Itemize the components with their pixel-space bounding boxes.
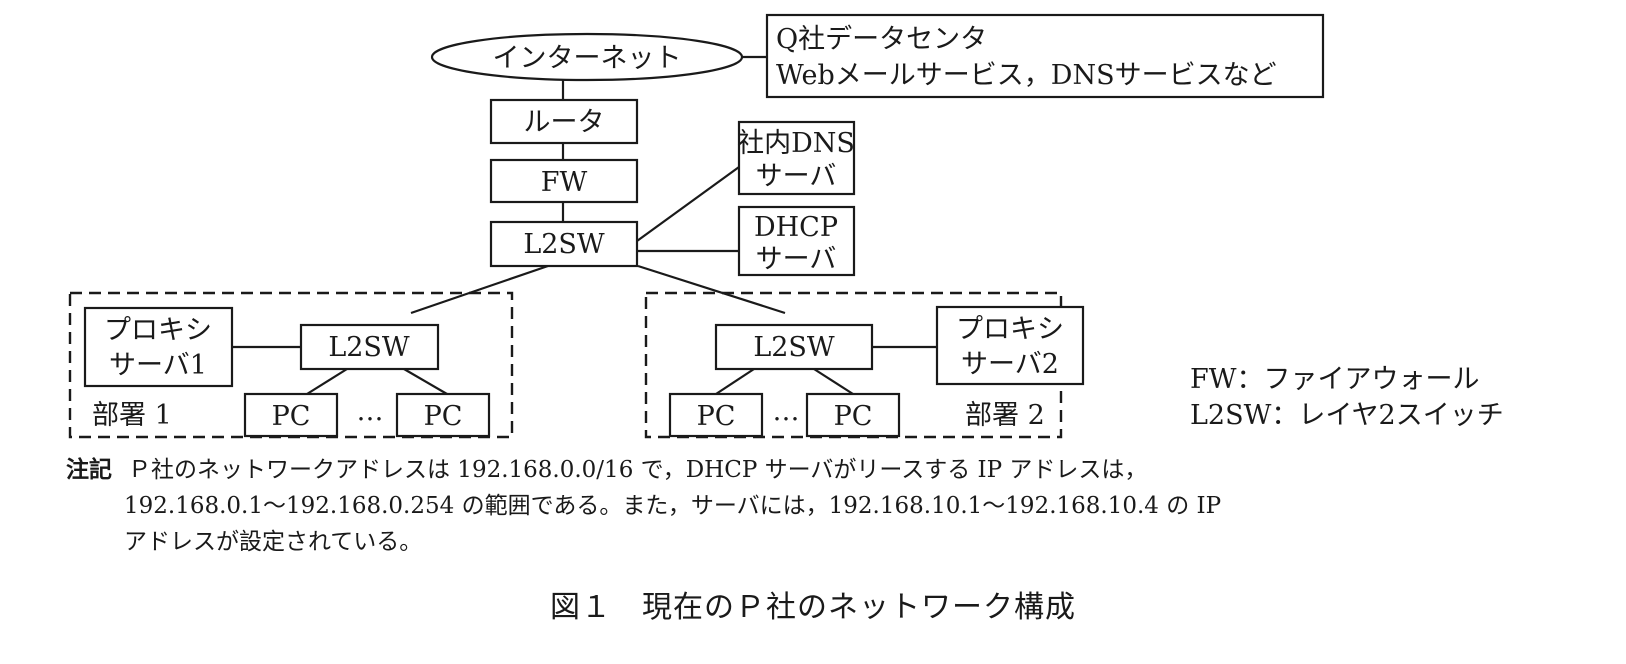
internal-dns-line1: 社内DNS: [737, 128, 855, 159]
dept2-pc-ellipsis: …: [773, 396, 800, 427]
link-l2sw2-pc2: [813, 368, 854, 395]
dept2-pc-left: PC: [668, 392, 764, 438]
dept2-label: 部署 2: [965, 400, 1045, 431]
dept2-l2sw-node: L2SW: [714, 323, 874, 371]
router-node: ルータ: [489, 98, 639, 145]
dept1-l2sw-label: L2SW: [328, 332, 410, 363]
legend-l2sw: L2SW：レイヤ2スイッチ: [1190, 400, 1504, 431]
dept2-pc-right-label: PC: [834, 401, 873, 432]
dept2-pc-left-label: PC: [697, 401, 736, 432]
dept1-pc-left: PC: [243, 392, 339, 438]
dhcp-line2: サーバ: [756, 244, 837, 275]
note-line1: Ｐ社のネットワークアドレスは 192.168.0.0/16 で，DHCP サーバ…: [128, 457, 1148, 483]
core-l2sw-node: L2SW: [489, 220, 639, 268]
link-l2sw2-pc1: [715, 368, 755, 395]
q-datacenter-node: Q社データセンタ Webメールサービス，DNSサービスなど: [765, 13, 1325, 99]
figure-title: 現在のＰ社のネットワーク構成: [642, 590, 1076, 625]
dhcp-line1: DHCP: [754, 212, 838, 243]
link-l2sw1-pc2: [403, 368, 448, 395]
link-l2sw-dept1: [410, 264, 549, 315]
q-datacenter-line1: Q社データセンタ: [776, 24, 987, 55]
firewall-label: FW: [541, 167, 588, 198]
dept1-pc-left-label: PC: [272, 401, 311, 432]
core-l2sw-label: L2SW: [523, 229, 605, 260]
dept1-proxy-node: プロキシ サーバ1: [83, 306, 234, 388]
link-l2sw-dns: [636, 166, 740, 242]
link-l2sw-dept2: [637, 264, 786, 315]
router-label: ルータ: [524, 107, 605, 138]
note-line1-row: 注記 Ｐ社のネットワークアドレスは 192.168.0.0/16 で，DHCP サ…: [66, 452, 1526, 488]
figure-caption: 図１ 現在のＰ社のネットワーク構成: [0, 582, 1626, 626]
dept1-pc-ellipsis: …: [357, 396, 384, 427]
legend-fw: FW：ファイアウォール: [1190, 364, 1480, 395]
note-line2: 192.168.0.1～192.168.0.254 の範囲である。また，サーバに…: [124, 493, 1222, 519]
dept2-proxy-line2: サーバ2: [961, 349, 1059, 380]
dept1-proxy-line1: プロキシ: [104, 315, 212, 346]
dept1-proxy-line2: サーバ1: [109, 350, 207, 381]
dept2-proxy-node: プロキシ サーバ2: [935, 305, 1085, 386]
dept2-proxy-line1: プロキシ: [956, 314, 1064, 345]
internal-dns-node: 社内DNS サーバ: [737, 120, 856, 196]
note-head: 注記: [66, 457, 112, 483]
q-datacenter-line2: Webメールサービス，DNSサービスなど: [776, 60, 1277, 91]
note-block: 注記 Ｐ社のネットワークアドレスは 192.168.0.0/16 で，DHCP サ…: [66, 452, 1526, 560]
dept2-l2sw-label: L2SW: [753, 332, 835, 363]
dhcp-node: DHCP サーバ: [737, 205, 856, 277]
dept2-pc-right: PC: [805, 392, 901, 438]
dept1-pc-right-label: PC: [424, 401, 463, 432]
dept1-pc-right: PC: [395, 392, 491, 438]
internal-dns-line2: サーバ: [756, 161, 837, 192]
dept1-l2sw-node: L2SW: [299, 323, 440, 371]
firewall-node: FW: [489, 158, 639, 204]
dept1-label: 部署 1: [92, 400, 172, 431]
internet-label: インターネット: [493, 43, 682, 74]
internet-node: インターネット: [430, 32, 744, 82]
link-l2sw1-pc1: [306, 368, 348, 395]
figure-number: 図１: [550, 590, 612, 625]
note-line3: アドレスが設定されている。: [124, 529, 423, 555]
